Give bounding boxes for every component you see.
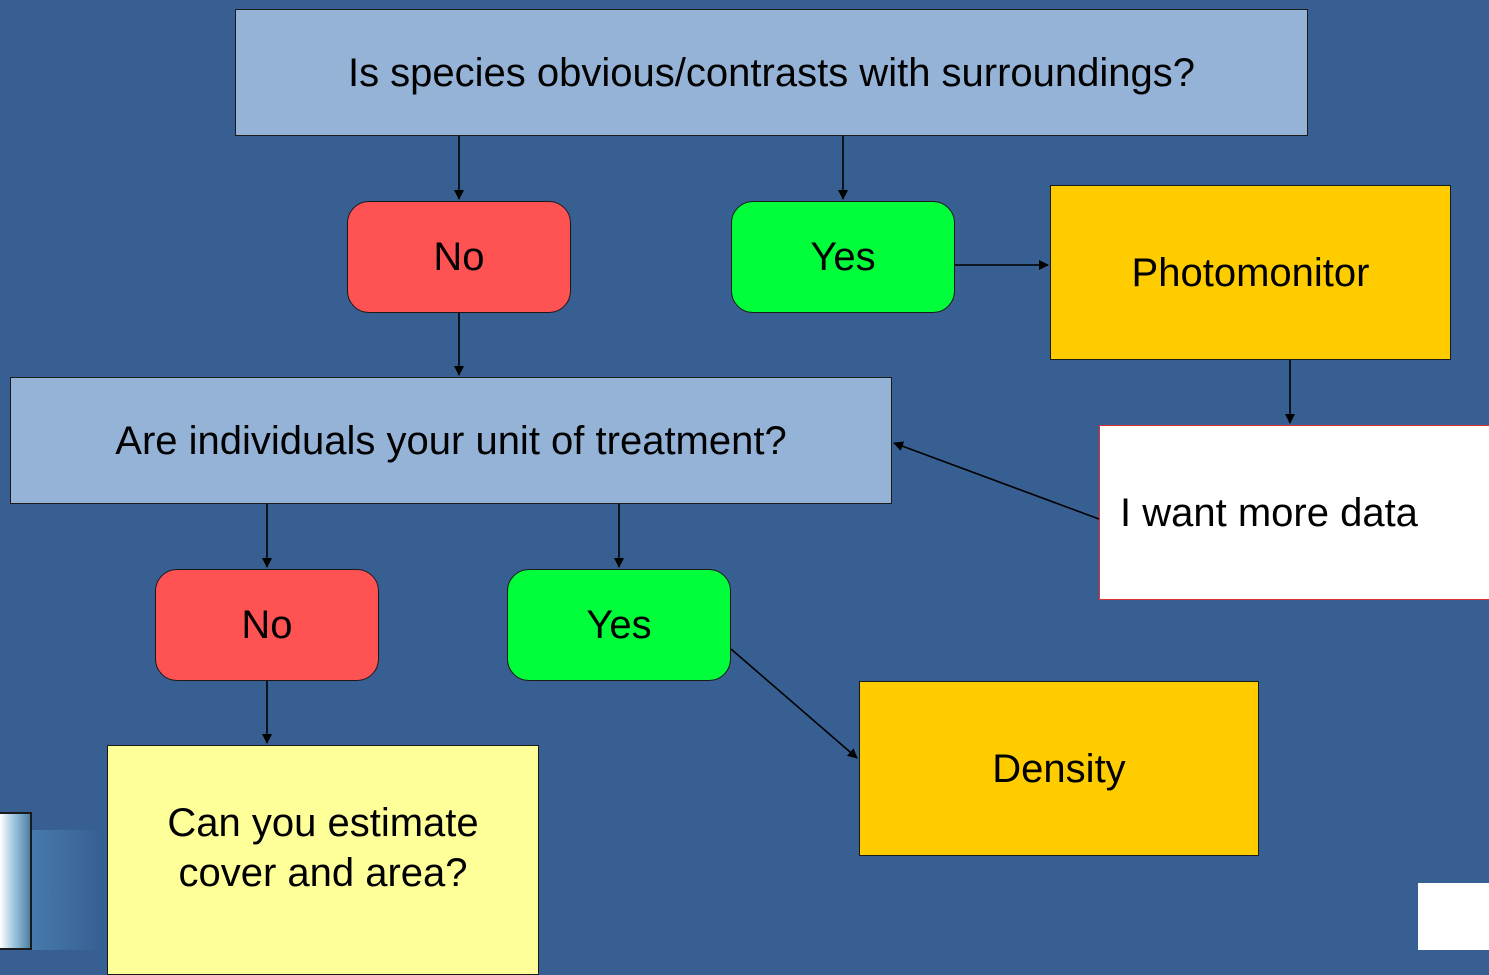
result-density: Density [859,681,1259,856]
logo-image [0,812,32,950]
answer-no-species-obvious: No [347,201,571,313]
arrow-more-data-to-q2 [893,441,1100,520]
question-species-obvious: Is species obvious/contrasts with surrou… [235,9,1308,136]
answer-yes-label: Yes [586,603,652,647]
note-more-data: I want more data [1099,425,1489,600]
question-estimate-cover: Can you estimate cover and area? [107,745,539,975]
question-individuals-unit-label: Are individuals your unit of treatment? [115,418,787,463]
result-photomonitor: Photomonitor [1050,185,1451,360]
answer-yes-label: Yes [810,235,876,279]
result-density-label: Density [992,746,1126,791]
flowchart: Is species obvious/contrasts with surrou… [0,9,1489,975]
answer-yes-individuals: Yes [507,569,731,681]
question-estimate-cover-line1: Can you estimate [167,801,479,845]
connector-arrows [262,136,1295,759]
answer-no-individuals: No [155,569,379,681]
note-more-data-label: I want more data [1120,490,1418,535]
question-estimate-cover-line2: cover and area? [178,851,468,895]
question-individuals-unit: Are individuals your unit of treatment? [10,377,892,504]
answer-no-label: No [241,603,293,647]
logo-glow [32,830,102,950]
arrow-yes2-to-density [730,648,858,759]
answer-no-label: No [433,235,485,279]
result-photomonitor-label: Photomonitor [1131,250,1370,295]
question-species-obvious-label: Is species obvious/contrasts with surrou… [347,50,1196,95]
corner-placeholder-box [1418,883,1489,950]
answer-yes-species-obvious: Yes [731,201,955,313]
question-estimate-cover-text: Can you estimate cover and area? [167,798,478,898]
